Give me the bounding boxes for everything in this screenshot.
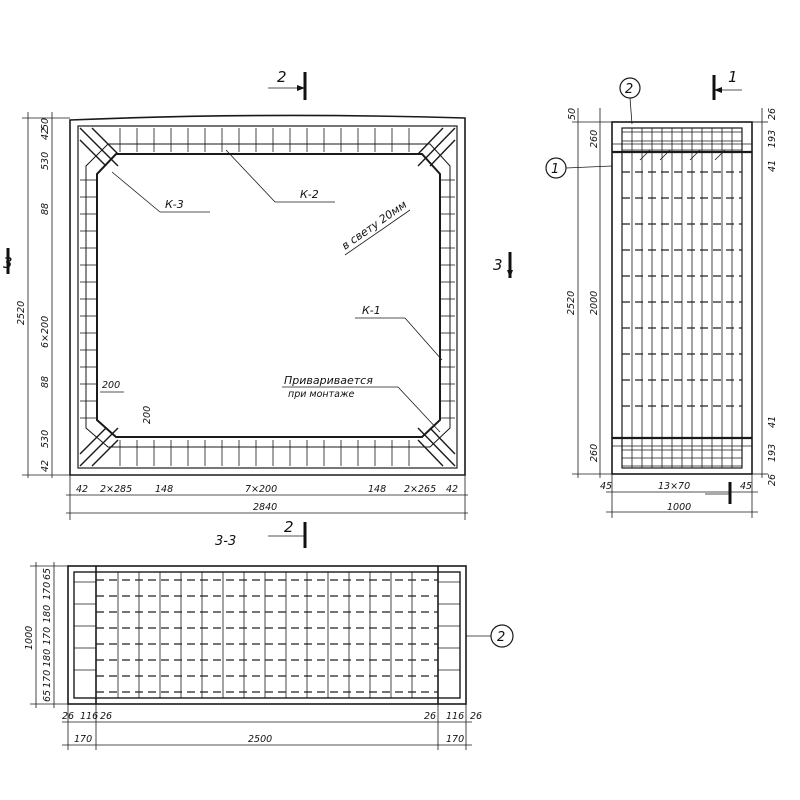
front-left-dim-6x200: 6×200 bbox=[40, 316, 51, 348]
front-bottom-dim-148b: 148 bbox=[368, 484, 386, 495]
plan-left-dim-170: 170 bbox=[42, 582, 53, 600]
weld-note-line2: при монтаже bbox=[288, 389, 355, 400]
section-markers-front: 2 3 3 2 3-3 bbox=[3, 68, 513, 549]
side-left-dim-50: 50 bbox=[567, 108, 578, 120]
front-bottom-dim-148: 148 bbox=[155, 484, 173, 495]
plan-outer-frame bbox=[67, 565, 467, 705]
section-marker-side-top: 1 bbox=[728, 68, 738, 86]
plan-marker-label: 2 bbox=[497, 630, 505, 645]
plan-view bbox=[67, 565, 467, 705]
front-outer-frame bbox=[69, 114, 466, 476]
side-right-dimensions: 26 193 41 41 193 26 bbox=[752, 108, 778, 486]
side-left-dim-260: 260 bbox=[589, 130, 600, 148]
side-marker-1: 1 bbox=[551, 162, 559, 177]
front-left-dim-50: 50 bbox=[40, 118, 51, 130]
front-left-dim-42b: 42 bbox=[40, 460, 51, 472]
callout-k1: К-1 bbox=[362, 304, 381, 317]
inner-dim-200-horizontal: 200 bbox=[102, 380, 120, 391]
front-left-dim-88b: 88 bbox=[40, 376, 51, 388]
side-right-dim-41b: 41 bbox=[767, 416, 778, 428]
side-right-dim-193: 193 bbox=[767, 130, 778, 148]
side-bottom-total: 1000 bbox=[667, 502, 691, 513]
front-left-dim-530b: 530 bbox=[40, 430, 51, 448]
plan-bottom-dim-170: 170 bbox=[74, 734, 92, 745]
plan-left-dim-180b: 180 bbox=[42, 649, 53, 667]
front-view bbox=[69, 114, 466, 476]
front-frame-outline bbox=[77, 125, 458, 469]
front-rebar-ticks bbox=[80, 128, 455, 466]
front-bottom-dim-42: 42 bbox=[76, 484, 88, 495]
side-left-dim-2000: 2000 bbox=[589, 291, 600, 315]
side-outer-frame bbox=[611, 121, 753, 475]
side-bottom-dim-13x70: 13×70 bbox=[658, 481, 690, 492]
callout-k2: К-2 bbox=[300, 188, 319, 201]
plan-mesh-grid bbox=[74, 572, 460, 698]
side-mesh-grid bbox=[622, 128, 743, 468]
side-bottom-dimensions: 45 13×70 45 1000 bbox=[600, 474, 758, 518]
plan-bottom-dim-26: 26 bbox=[62, 711, 74, 722]
front-left-dimensions: 50 42 530 88 6×200 88 530 42 2520 bbox=[16, 112, 70, 478]
front-callouts: К-3 К-2 К-1 в свету 20мм Приваривается п… bbox=[100, 149, 443, 433]
corner-braces bbox=[79, 127, 456, 467]
plan-left-dim-170b: 170 bbox=[42, 627, 53, 645]
plan-bottom-dim-2500: 2500 bbox=[248, 734, 272, 745]
weld-note-line1: Приваривается bbox=[284, 374, 373, 387]
side-right-dim-26: 26 bbox=[767, 108, 778, 120]
plan-bottom-dim-26b: 26 bbox=[100, 711, 112, 722]
plan-bottom-dim-116b: 116 bbox=[446, 711, 464, 722]
plan-bottom-dim-26d: 26 bbox=[470, 711, 482, 722]
front-left-total: 2520 bbox=[16, 301, 27, 325]
front-left-dim-42: 42 bbox=[40, 128, 51, 140]
inner-dim-200-vertical: 200 bbox=[142, 406, 153, 424]
plan-left-total: 1000 bbox=[24, 626, 35, 650]
side-right-dim-26b: 26 bbox=[767, 474, 778, 486]
front-left-dim-530: 530 bbox=[40, 152, 51, 170]
side-bottom-dim-45b: 45 bbox=[740, 481, 752, 492]
front-bottom-dim-42b: 42 bbox=[446, 484, 458, 495]
plan-left-dim-65b: 65 bbox=[42, 690, 53, 702]
plan-left-dim-65: 65 bbox=[42, 568, 53, 580]
side-bottom-dim-45: 45 bbox=[600, 481, 612, 492]
side-markers: 2 1 1 bbox=[545, 68, 742, 504]
section-marker-top: 2 bbox=[277, 68, 287, 86]
side-right-dim-193b: 193 bbox=[767, 444, 778, 462]
plan-left-dim-170c: 170 bbox=[42, 670, 53, 688]
side-right-dim-41: 41 bbox=[767, 160, 778, 172]
plan-marker: 2 bbox=[466, 624, 514, 648]
front-inner-contour bbox=[85, 143, 451, 448]
plan-bottom-dim-116: 116 bbox=[80, 711, 98, 722]
callout-clear-opening: в свету 20мм bbox=[339, 198, 409, 252]
front-inner-opening bbox=[96, 153, 441, 438]
section-marker-right: 3 bbox=[493, 256, 503, 274]
front-bottom-dim-2x265: 2×265 bbox=[404, 484, 436, 495]
plan-bottom-dim-26c: 26 bbox=[424, 711, 436, 722]
front-bottom-total: 2840 bbox=[253, 502, 277, 513]
front-bottom-dim-2x285: 2×285 bbox=[100, 484, 132, 495]
plan-bottom-dimensions: 26 116 26 26 116 26 170 2500 170 bbox=[62, 704, 482, 750]
front-bottom-dimensions: 42 2×285 148 7×200 148 2×265 42 2840 bbox=[66, 475, 468, 520]
section-title: 3-3 bbox=[215, 534, 236, 549]
plan-left-dimensions: 65 170 180 170 180 170 65 1000 bbox=[24, 562, 68, 708]
side-view bbox=[611, 121, 753, 475]
front-bottom-dim-7x200: 7×200 bbox=[245, 484, 277, 495]
side-left-total: 2520 bbox=[566, 291, 577, 315]
plan-bottom-dim-170b: 170 bbox=[446, 734, 464, 745]
section-marker-bottom: 2 bbox=[284, 518, 294, 536]
callout-k3: К-3 bbox=[165, 198, 184, 211]
plan-inner-frame bbox=[73, 571, 461, 699]
plan-left-dim-180: 180 bbox=[42, 605, 53, 623]
side-left-dimensions: 50 260 2000 260 2520 bbox=[566, 108, 612, 478]
side-left-dim-260b: 260 bbox=[589, 444, 600, 462]
side-marker-2: 2 bbox=[625, 82, 633, 97]
front-left-dim-88: 88 bbox=[40, 203, 51, 215]
